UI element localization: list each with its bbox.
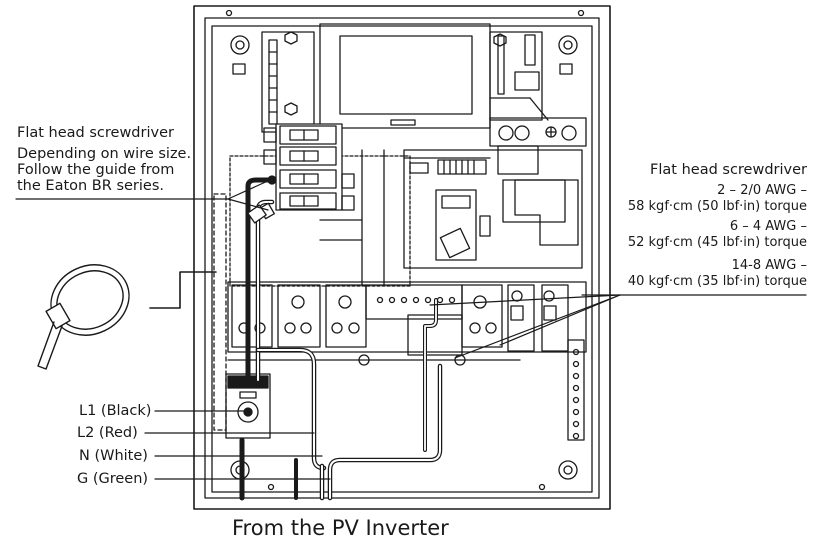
wire-label-l2: L2 (Red) — [77, 425, 138, 441]
wire-label-l1: L1 (Black) — [79, 403, 152, 419]
left-callout-title: Flat head screwdriver — [17, 125, 174, 141]
spec-gauge-1: 2 – 2/0 AWG – — [717, 183, 807, 198]
flat-head-screwdriver-icon — [247, 204, 267, 224]
spec-torque-1: 58 kgf·cm (50 lbf·in) torque — [627, 199, 807, 214]
left-callout-note-line-1: Depending on wire size. — [17, 146, 192, 162]
left-callout-note-line-3: the Eaton BR series. — [17, 178, 164, 194]
spec-torque-3: 40 kgf·cm (35 lbf·in) torque — [627, 274, 807, 289]
diagram-caption: From the PV Inverter — [232, 516, 449, 540]
spec-torque-2: 52 kgf·cm (45 lbf·in) torque — [627, 235, 807, 250]
cable-channel — [213, 193, 227, 431]
circuit-breaker-icon — [263, 123, 355, 211]
controller-board — [261, 23, 587, 175]
spec-gauge-2: 6 – 4 AWG – — [729, 219, 807, 234]
wire-label-n: N (White) — [79, 448, 148, 464]
right-callout-title: Flat head screwdriver — [650, 162, 807, 178]
cable-tie-icon — [37, 264, 217, 370]
leader-lines — [15, 179, 807, 480]
left-callout-note-line-2: Follow the guide from — [17, 162, 175, 178]
wire-label-g: G (Green) — [77, 471, 149, 487]
spec-gauge-3: 14-8 AWG – — [731, 258, 807, 273]
